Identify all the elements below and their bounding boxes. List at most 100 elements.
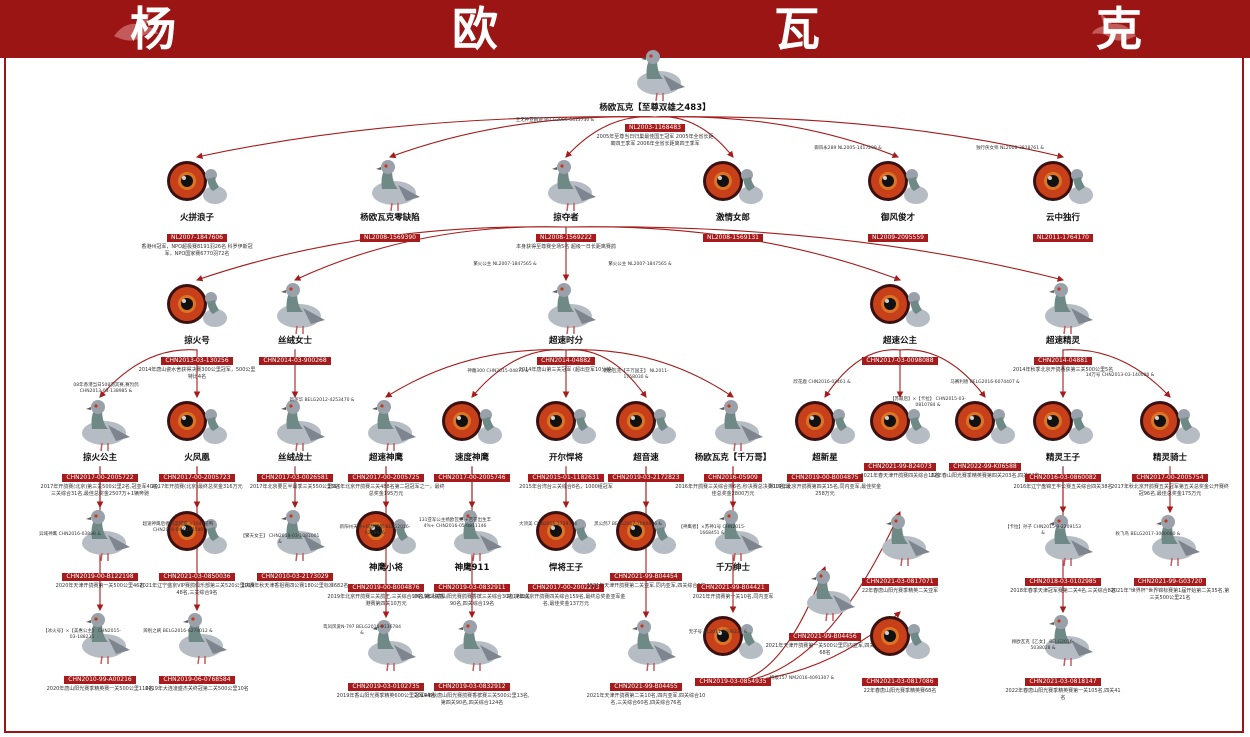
mate-note: 秋飞鸟 BELG2017-3000080 &: [1115, 532, 1181, 537]
mate-note: 顾欧瓦克【乙女】 BELG2016-5038028 &: [1011, 640, 1075, 651]
pigeon-photo-icon: [1138, 510, 1202, 568]
pigeon-photo-icon: [263, 278, 327, 336]
ring-number-badge: CHN2021-99-B04421: [697, 584, 769, 592]
pigeon-name: 火凤凰: [184, 453, 210, 463]
ring-number-badge: CHN2014-04881: [1034, 357, 1092, 365]
pigeon-name: 超新星: [812, 453, 838, 463]
ring-number-badge: CHN2018-03-0102985: [1025, 578, 1101, 586]
pedigree-frame: [4, 58, 1244, 733]
eye-photo-icon: [440, 395, 504, 453]
pigeon-name: 杨欧瓦克【千万哥】: [694, 453, 772, 463]
pigeon-name: 云中独行: [1045, 213, 1080, 223]
ring-number-badge: CHN2019-00-B004875: [787, 474, 863, 482]
pigeon-silhouette-icon: [114, 12, 158, 41]
ring-number-badge: CHN2021-03-0817086: [862, 678, 938, 686]
pigeon-name: 精灵王子: [1045, 453, 1080, 463]
eye-photo-icon: [534, 505, 598, 563]
pigeon-photo-icon: [623, 45, 687, 103]
pigeon-name: 悍将王子: [548, 563, 583, 573]
ring-number-badge: CHN2017-00-2002273: [528, 584, 604, 592]
pigeon-photo-icon: [263, 395, 327, 453]
ring-number-badge: CHN2010-99-A00216: [64, 676, 136, 684]
mate-note: 马赛利德 BELG2016-6074407 &: [950, 380, 1020, 385]
mate-note: 新阳州天神+风梦神鸽 BELG2016-6258046: [339, 525, 411, 536]
pigeon-photo-icon: [701, 395, 765, 453]
pigeon-photo-icon: [440, 505, 504, 563]
pigeon-photo-icon: [440, 615, 504, 673]
pigeon-photo-icon: [68, 395, 132, 453]
mate-note: 辨别之刷 BELG2016-6274012 &: [143, 629, 213, 634]
pigeon-photo-icon: [1031, 510, 1095, 568]
ring-number-badge: CHN2021-99-B24073: [864, 463, 936, 471]
mate-note: 【繁天女王】 CHN2018-03-1081001 &: [240, 534, 320, 545]
pigeon-name: 超速神鹰: [368, 453, 403, 463]
pigeon-photo-icon: [1031, 610, 1095, 668]
pigeon-achievement: 2020年天津开鸽赛第一关500公里46名: [55, 583, 145, 589]
pigeon-photo-icon: [534, 155, 598, 213]
mate-note: 【卡拉】孙子 CHN2015-9-2209153 &: [1005, 525, 1081, 536]
eye-photo-icon: [701, 610, 765, 668]
ring-number-badge: CHN2021-99-B04456: [789, 633, 861, 641]
pigeon-achievement: 22年春唐山阳光赛季精英二关亚军: [861, 588, 939, 594]
mate-note: 超速神鹰后者白菜叔家 +1049苗鸭 CHN2016-04-0191540: [142, 522, 214, 533]
eye-photo-icon: [165, 278, 229, 336]
eye-photo-icon: [701, 155, 765, 213]
pigeon-card: CHN2021-03-0817086 22年春唐山阳光赛季精英赛68名: [840, 610, 960, 695]
pedigree-link: [565, 116, 656, 158]
pedigree-link: [385, 349, 567, 398]
ring-number-badge: CHN2017-00-2005722: [62, 474, 138, 482]
eye-photo-icon: [165, 505, 229, 563]
ring-number-badge: CHN2017-00-2005746: [434, 474, 510, 482]
ring-number-badge: NL2007-1847606: [167, 234, 227, 242]
pigeon-achievement: 22年春山阳光赛季精英赛第四关203名,四关84名: [930, 473, 1040, 479]
mate-note: 神雕300 CHN2015-04873 &: [467, 369, 529, 374]
pigeon-name: 超音速: [633, 453, 659, 463]
pigeon-photo-icon: [68, 505, 132, 563]
pedigree-link: [899, 349, 986, 398]
pigeon-achievement: 22年春唐山阳光赛季精英赛68名: [863, 688, 937, 694]
pedigree-link: [824, 349, 901, 398]
pigeon-achievement: 2021年天津开鸽赛第二关亚军,同内亚军,四关综合6名: [586, 583, 706, 589]
pigeon-achievement: 2017年秋北京开鸽赛五关冠军第五关总奖金公开赛终冠96名,最佳总奖金175万元: [1111, 484, 1229, 497]
ring-number-badge: CHN2019-03-2172823: [608, 474, 684, 482]
pigeon-achievement: 2019年香山阳光赛季精英600公里冠军44名: [336, 693, 436, 699]
pigeon-name: 神鹰小将: [368, 563, 403, 573]
mate-note: 黑公鸽7 BELG2017-7000896 &: [594, 522, 662, 527]
ring-number-badge: CHN2010-03-2173029: [257, 573, 333, 581]
mate-note: 鸾凤风爱N-797 BELG2016-9136784 &: [322, 625, 402, 636]
pigeon-name: 激情女郎: [715, 213, 750, 223]
pigeon-achievement: 2014年唐山瓷水舍获得决赛300公里冠军，500公里特比4名: [138, 367, 256, 380]
ring-number-badge: CHN2014-03-900268: [259, 357, 331, 365]
pigeon-achievement: 2019年秋唐山阳光赛鸽赛香槟三关综合30名,第四关90名,四关综合19名: [414, 594, 530, 607]
ring-number-badge: CHN2019-03-0832911: [434, 584, 510, 592]
ring-number-badge: CHN2019-03-0832912: [434, 683, 510, 691]
pigeon-name: 精灵骑士: [1152, 453, 1187, 463]
ring-number-badge: NL2003-1168483: [625, 124, 685, 132]
ring-number-badge: NL2008-1569222: [536, 234, 596, 242]
pigeon-name: 掠夺者: [553, 213, 579, 223]
pigeon-achievement: 本身获得至尊赛全场5名 超级一日长距离赛鸽: [516, 244, 616, 250]
pigeon-card: CHN2019-03-0854935: [673, 610, 793, 687]
pigeon-photo-icon: [701, 505, 765, 563]
ring-number-badge: CHN2019-00-B122198: [62, 573, 138, 581]
pigeon-name: 超速精灵: [1045, 336, 1080, 346]
ring-number-badge: CHN2019-03-0102735: [348, 683, 424, 691]
pigeon-name: 掠火号: [184, 336, 210, 346]
